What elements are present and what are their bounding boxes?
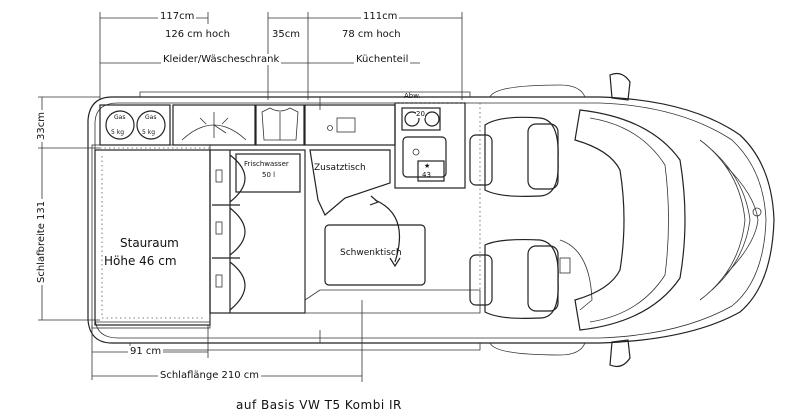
bench-length-label: 91 cm xyxy=(128,346,164,357)
wardrobe-height-label: 126 cm hoch xyxy=(165,29,230,40)
caption: auf Basis VW T5 Kombi IR xyxy=(236,398,402,412)
kitchen-width-label: 111cm xyxy=(361,11,400,22)
drain-label: Abw. xyxy=(404,92,421,100)
gas-2-label: Gas xyxy=(145,114,157,121)
fridge-star: ★ xyxy=(424,162,431,170)
storage-height-label: Höhe 46 cm xyxy=(104,254,177,268)
kitchen-label: Küchenteil xyxy=(354,54,411,65)
vehicle-outline xyxy=(87,72,775,368)
swivel-arrow xyxy=(374,199,401,263)
wardrobe-width-label: 117cm xyxy=(158,11,197,22)
gas-2-weight: 5 kg xyxy=(142,129,156,136)
fridge-number: 43 xyxy=(422,171,431,179)
kitchen-height-label: 78 cm hoch xyxy=(342,29,401,40)
freshwater-label: Frischwasser xyxy=(244,160,289,168)
swivel-table-label: Schwenktisch xyxy=(340,248,402,258)
gas-1-label: Gas xyxy=(114,114,126,121)
extra-table-label: Zusatztisch xyxy=(314,163,366,173)
shelf-width-label: 35cm xyxy=(272,29,300,40)
kitchen-unit xyxy=(394,102,481,290)
swivel-table-shape xyxy=(324,224,426,286)
freshwater-tank xyxy=(235,153,301,193)
gas-1-weight: 5 kg xyxy=(111,129,125,136)
bed-width-label: Schlafbreite 131 xyxy=(36,198,47,285)
stove-number: 20 xyxy=(416,110,425,118)
bed-length-label: Schlaflänge 210 cm xyxy=(158,370,262,381)
front-seats xyxy=(469,116,593,319)
extra-table-shape xyxy=(309,149,391,216)
side-depth-label: 33cm xyxy=(36,110,47,142)
freshwater-volume: 50 l xyxy=(262,171,276,179)
bench-seats xyxy=(209,149,481,314)
wardrobe-label: Kleider/Wäscheschrank xyxy=(161,54,282,65)
top-cabinets xyxy=(99,104,396,149)
storage-label: Stauraum xyxy=(120,236,179,250)
